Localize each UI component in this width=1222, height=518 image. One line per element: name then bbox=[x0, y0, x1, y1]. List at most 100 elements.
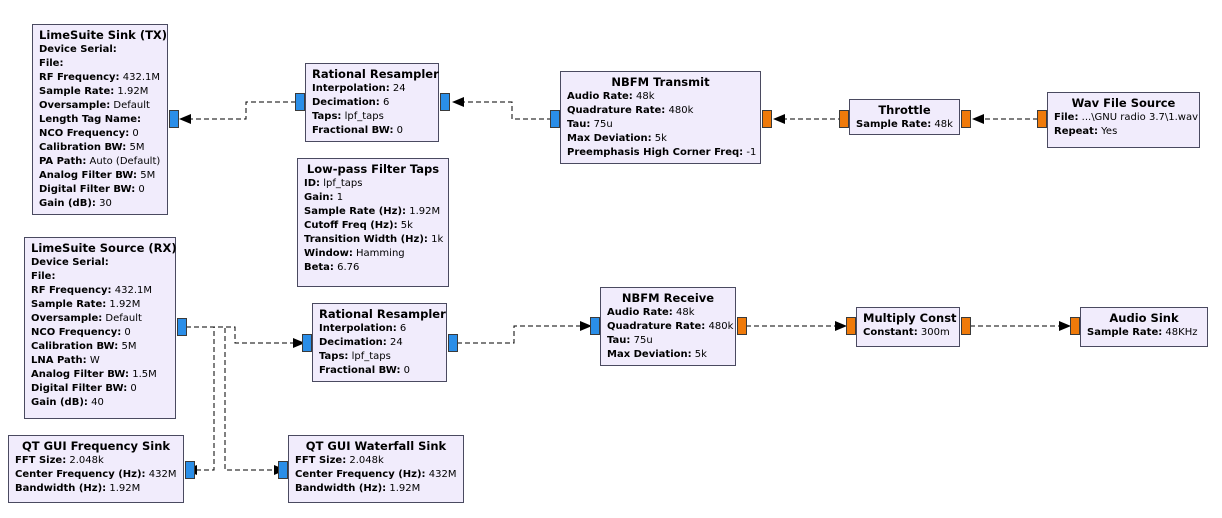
port-nbfm-rx-in[interactable] bbox=[590, 317, 600, 335]
param-fft-size: FFT Size: 2.048k bbox=[295, 455, 384, 466]
port-nbfm-rx-out[interactable] bbox=[737, 317, 747, 335]
block-qt-gui-frequency-sink[interactable]: QT GUI Frequency Sink FFT Size: 2.048k C… bbox=[8, 435, 184, 503]
block-title: Rational Resampler bbox=[319, 307, 446, 321]
param-gain: Gain (dB): 30 bbox=[39, 198, 112, 209]
param-window: Window: Hamming bbox=[304, 248, 405, 259]
param-analog-filter-bw: Analog Filter BW: 5M bbox=[39, 170, 156, 181]
connection-lime-source-to-freq-sink[interactable] bbox=[185, 326, 215, 475]
block-title: Rational Resampler bbox=[312, 67, 439, 81]
param-nco-frequency: NCO Frequency: 0 bbox=[39, 128, 139, 139]
block-limesuite-source[interactable]: LimeSuite Source (RX) Device Serial: Fil… bbox=[24, 237, 177, 419]
param-sample-rate: Sample Rate: 1.92M bbox=[39, 86, 149, 97]
param-repeat: Repeat: Yes bbox=[1054, 126, 1118, 137]
param-center-frequency: Center Frequency (Hz): 432M bbox=[295, 469, 457, 480]
block-low-pass-filter-taps[interactable]: Low-pass Filter Taps ID: lpf_taps Gain: … bbox=[297, 158, 449, 287]
block-title: LimeSuite Sink (TX) bbox=[39, 28, 168, 42]
port-freq-sink-in[interactable] bbox=[185, 461, 195, 479]
param-interpolation: Interpolation: 24 bbox=[312, 83, 406, 94]
param-id: ID: lpf_taps bbox=[304, 178, 363, 189]
param-fft-size: FFT Size: 2.048k bbox=[15, 455, 104, 466]
param-max-deviation: Max Deviation: 5k bbox=[567, 133, 667, 144]
param-fractional-bw: Fractional BW: 0 bbox=[319, 365, 411, 376]
param-device-serial: Device Serial: bbox=[39, 44, 117, 55]
block-title: Multiply Const bbox=[863, 311, 957, 325]
param-gain: Gain (dB): 40 bbox=[31, 397, 104, 408]
port-resampler-rx-in[interactable] bbox=[302, 334, 312, 352]
param-length-tag-name: Length Tag Name: bbox=[39, 114, 142, 125]
param-sample-rate: Sample Rate (Hz): 1.92M bbox=[304, 206, 441, 217]
block-multiply-const[interactable]: Multiply Const Constant: 300m bbox=[856, 307, 960, 347]
param-file: File: bbox=[39, 58, 64, 69]
param-decimation: Decimation: 24 bbox=[319, 337, 403, 348]
param-digital-filter-bw: Digital Filter BW: 0 bbox=[39, 184, 145, 195]
block-title: QT GUI Frequency Sink bbox=[21, 439, 171, 453]
block-rational-resampler-tx[interactable]: Rational Resampler Interpolation: 24 Dec… bbox=[305, 63, 439, 142]
param-device-serial: Device Serial: bbox=[31, 257, 109, 268]
block-qt-gui-waterfall-sink[interactable]: QT GUI Waterfall Sink FFT Size: 2.048k C… bbox=[288, 435, 464, 503]
port-audio-sink-in[interactable] bbox=[1070, 317, 1080, 335]
param-lna-path: LNA Path: W bbox=[31, 355, 100, 366]
block-limesuite-sink[interactable]: LimeSuite Sink (TX) Device Serial: File:… bbox=[32, 24, 168, 215]
param-transition-width: Transition Width (Hz): 1k bbox=[304, 234, 444, 245]
param-audio-rate: Audio Rate: 48k bbox=[607, 307, 695, 318]
port-waterfall-sink-in[interactable] bbox=[278, 461, 288, 479]
param-pa-path: PA Path: Auto (Default) bbox=[39, 156, 161, 167]
param-preemphasis: Preemphasis High Corner Freq: -1 bbox=[567, 147, 757, 158]
port-multiply-in[interactable] bbox=[846, 317, 856, 335]
port-limesuite-sink-in[interactable] bbox=[169, 110, 179, 128]
param-nco-frequency: NCO Frequency: 0 bbox=[31, 327, 131, 338]
param-cutoff-freq: Cutoff Freq (Hz): 5k bbox=[304, 220, 413, 231]
param-constant: Constant: 300m bbox=[863, 327, 950, 338]
param-tau: Tau: 75u bbox=[567, 119, 613, 130]
block-rational-resampler-rx[interactable]: Rational Resampler Interpolation: 6 Deci… bbox=[312, 303, 447, 382]
port-throttle-in[interactable] bbox=[839, 110, 849, 128]
block-title: Audio Sink bbox=[1109, 311, 1179, 325]
port-wav-source-out[interactable] bbox=[1037, 110, 1047, 128]
param-tau: Tau: 75u bbox=[607, 335, 653, 346]
param-calibration-bw: Calibration BW: 5M bbox=[39, 142, 145, 153]
block-audio-sink[interactable]: Audio Sink Sample Rate: 48KHz bbox=[1080, 307, 1208, 347]
connection-lime-source-to-waterfall-sink[interactable] bbox=[186, 326, 286, 475]
block-throttle[interactable]: Throttle Sample Rate: 48k bbox=[849, 99, 960, 135]
connection-resampler-to-lime-sink[interactable] bbox=[179, 101, 296, 124]
param-taps: Taps: lpf_taps bbox=[312, 111, 384, 122]
block-title: QT GUI Waterfall Sink bbox=[305, 439, 447, 453]
port-nbfm-tx-out[interactable] bbox=[762, 110, 772, 128]
block-wav-file-source[interactable]: Wav File Source File: ...\GNU radio 3.7\… bbox=[1047, 92, 1200, 148]
param-bandwidth: Bandwidth (Hz): 1.92M bbox=[295, 483, 421, 494]
param-bandwidth: Bandwidth (Hz): 1.92M bbox=[15, 483, 141, 494]
param-file: File: ...\GNU radio 3.7\1.wav bbox=[1054, 112, 1198, 123]
block-title: Low-pass Filter Taps bbox=[306, 162, 440, 176]
param-taps: Taps: lpf_taps bbox=[319, 351, 391, 362]
port-multiply-out[interactable] bbox=[961, 317, 971, 335]
param-rf-frequency: RF Frequency: 432.1M bbox=[39, 72, 160, 83]
param-gain: Gain: 1 bbox=[304, 192, 344, 203]
param-file: File: bbox=[31, 271, 56, 282]
block-nbfm-transmit[interactable]: NBFM Transmit Audio Rate: 48k Quadrature… bbox=[560, 71, 761, 164]
port-nbfm-tx-in[interactable] bbox=[550, 110, 560, 128]
port-resampler-rx-out[interactable] bbox=[448, 334, 458, 352]
param-decimation: Decimation: 6 bbox=[312, 97, 390, 108]
param-sample-rate: Sample Rate: 1.92M bbox=[31, 299, 141, 310]
param-center-frequency: Center Frequency (Hz): 432M bbox=[15, 469, 177, 480]
block-title: NBFM Receive bbox=[621, 291, 715, 305]
block-title: Wav File Source bbox=[1071, 96, 1176, 110]
param-oversample: Oversample: Default bbox=[39, 100, 150, 111]
param-max-deviation: Max Deviation: 5k bbox=[607, 349, 707, 360]
param-quadrature-rate: Quadrature Rate: 480k bbox=[567, 105, 694, 116]
block-nbfm-receive[interactable]: NBFM Receive Audio Rate: 48k Quadrature … bbox=[600, 287, 736, 366]
block-title: NBFM Transmit bbox=[611, 75, 710, 89]
port-resampler-tx-in[interactable] bbox=[295, 93, 305, 111]
param-interpolation: Interpolation: 6 bbox=[319, 323, 407, 334]
param-calibration-bw: Calibration BW: 5M bbox=[31, 341, 137, 352]
port-throttle-out[interactable] bbox=[961, 110, 971, 128]
connection-nbfm-tx-to-resampler[interactable] bbox=[452, 97, 552, 120]
param-oversample: Oversample: Default bbox=[31, 313, 142, 324]
port-limesuite-source-out[interactable] bbox=[177, 318, 187, 336]
port-resampler-tx-out[interactable] bbox=[440, 93, 450, 111]
connection-lime-source-to-resampler-rx[interactable] bbox=[186, 326, 305, 348]
param-analog-filter-bw: Analog Filter BW: 1.5M bbox=[31, 369, 157, 380]
block-title: LimeSuite Source (RX) bbox=[31, 241, 177, 255]
connection-resampler-rx-to-nbfm-rx[interactable] bbox=[457, 321, 592, 344]
